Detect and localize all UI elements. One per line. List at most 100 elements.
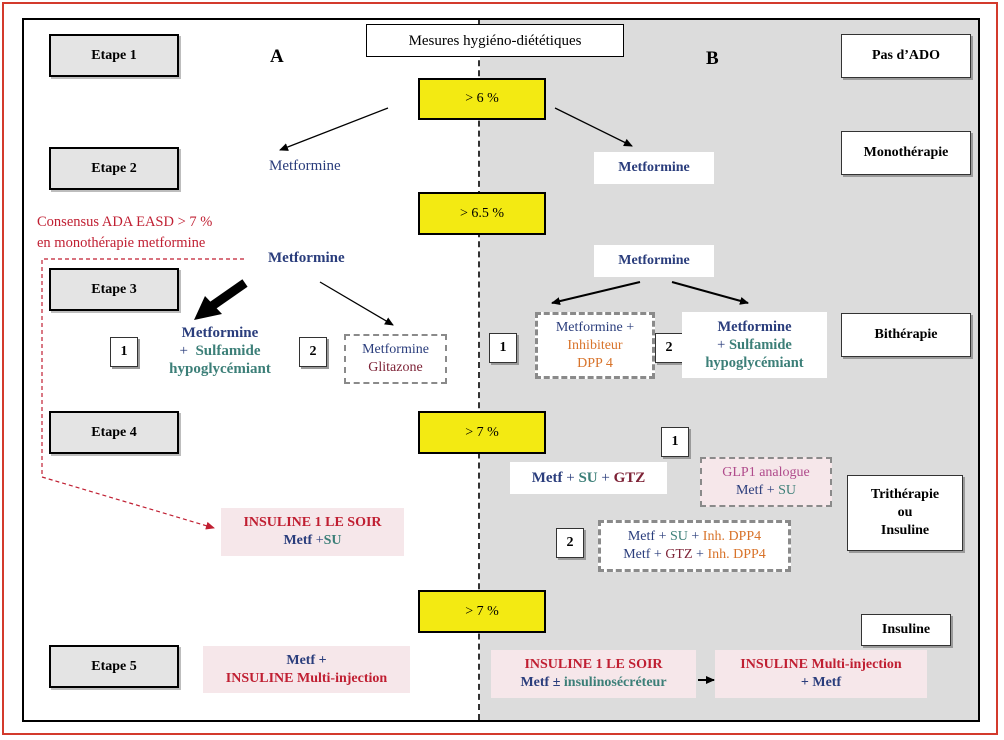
b-tri2-metf-1: Metf xyxy=(627,529,656,544)
label-pas-ado: Pas d’ADO xyxy=(841,34,971,78)
label-bitherapie: Bithérapie xyxy=(841,313,971,357)
threshold-7-b: > 7 % xyxy=(418,590,546,633)
a-option-2-number: 2 xyxy=(299,337,327,367)
a-su: SU xyxy=(323,533,342,548)
b-opt2-metformine: Metformine xyxy=(717,319,792,335)
consensus-dashed-arrow xyxy=(41,258,244,530)
threshold-7-a: > 7 % xyxy=(418,411,546,454)
a-plus: + xyxy=(315,533,324,548)
a-etape5-box: Metf + INSULINE Multi-injection xyxy=(203,646,410,693)
b-opt2-plus: + xyxy=(717,337,726,353)
etape-4-label: Etape 4 xyxy=(91,424,137,440)
b-metformine-e2: Metformine xyxy=(594,152,714,184)
column-b-label: B xyxy=(706,48,719,69)
b-glp1-metf: Metf xyxy=(735,483,764,498)
mesures-label: Mesures hygiéno-diététiques xyxy=(408,32,582,49)
b-glp1-su: SU xyxy=(778,483,797,498)
b-option-2-number: 2 xyxy=(655,333,683,363)
arrow-b-to-metformine xyxy=(554,107,633,147)
etape-3: Etape 3 xyxy=(49,268,179,311)
etape-1-label: Etape 1 xyxy=(91,47,137,63)
b-tri2-inh-1: Inh. DPP4 xyxy=(702,529,762,544)
b-opt1-inhibiteur: Inhibiteur xyxy=(567,337,623,353)
a-insuline-soir: INSULINE 1 LE SOIR Metf +SU xyxy=(221,508,404,556)
consensus-line1: Consensus ADA EASD > 7 % xyxy=(37,214,213,230)
a-option-1-number: 1 xyxy=(110,337,138,367)
arrow-big-metformine-to-sulfamide xyxy=(194,279,248,320)
b-insuline-multi-plus-metf: + Metf xyxy=(800,675,842,690)
b-opt1-metformine: Metformine + xyxy=(555,319,635,335)
a-insuline-soir-text: INSULINE 1 LE SOIR xyxy=(243,515,382,530)
a-e5-multi: INSULINE Multi-injection xyxy=(225,670,388,686)
threshold-7-a-label: > 7 % xyxy=(465,424,499,440)
a-opt1-plus: + xyxy=(179,343,188,359)
b-metformine-e3: Metformine xyxy=(594,245,714,277)
b-opt2-sulfamide: Sulfamide xyxy=(728,337,792,353)
label-insuline: Insuline xyxy=(861,614,951,646)
pas-ado-text: Pas d’ADO xyxy=(871,48,941,63)
b-insuline-multi-text: INSULINE Multi-injection xyxy=(740,657,902,672)
b-tri2-su: SU xyxy=(669,529,688,544)
b-tri-plus-1: + xyxy=(566,470,575,486)
b-tri2-plus-4: + xyxy=(696,547,704,562)
b-tri-metf-su-gtz: Metf + SU + GTZ xyxy=(510,462,667,494)
tritherapie-line3: Insuline xyxy=(880,523,930,538)
etape-5: Etape 5 xyxy=(49,645,179,688)
b-e5-metf-pm: Metf ± xyxy=(520,675,561,690)
tritherapie-line1: Trithérapie xyxy=(870,487,940,502)
b-tri-option-2-number: 2 xyxy=(556,528,584,558)
etape-4: Etape 4 xyxy=(49,411,179,454)
b-opt2-hypo: hypoglycémiant xyxy=(705,355,804,371)
b-tri-su: SU xyxy=(578,470,598,486)
b-tri-metf: Metf xyxy=(531,470,563,486)
etape-3-label: Etape 3 xyxy=(91,281,137,297)
arrow-b-to-option-1 xyxy=(551,281,641,306)
a-metformine-e3: Metformine xyxy=(268,250,345,266)
a-metf: Metf xyxy=(283,533,313,548)
threshold-7-b-label: > 7 % xyxy=(465,603,499,619)
b-tri2-metf-2: Metf xyxy=(623,547,651,562)
b-tri-gtz: GTZ xyxy=(613,470,646,486)
b-insuline-multi: INSULINE Multi-injection + Metf xyxy=(715,650,927,698)
b-tri-option-2: Metf + SU + Inh. DPP4 Metf + GTZ + Inh. … xyxy=(598,520,791,572)
b-tri-option-2-digit: 2 xyxy=(566,535,574,550)
b-opt1-dpp4: DPP 4 xyxy=(577,355,613,371)
etape-5-label: Etape 5 xyxy=(91,658,137,674)
threshold-6-5: > 6.5 % xyxy=(418,192,546,235)
threshold-6-label: > 6 % xyxy=(465,91,499,106)
a-opt2-metformine: Metformine xyxy=(362,342,429,357)
b-e5-insulino: insulinosécréteur xyxy=(563,675,667,690)
a-metformine-e2: Metformine xyxy=(269,158,341,174)
arrow-a-to-metformine xyxy=(279,107,389,151)
etape-2-label: Etape 2 xyxy=(91,160,137,176)
etape-1: Etape 1 xyxy=(49,34,179,77)
bitherapie-text: Bithérapie xyxy=(874,327,938,342)
a-opt2-glitazone: Glitazone xyxy=(368,360,423,375)
a-opt1-metformine: Metformine xyxy=(181,325,259,341)
b-option-1-digit: 1 xyxy=(499,340,507,355)
b-tri2-gtz: GTZ xyxy=(665,547,693,562)
b-tri2-plus-2: + xyxy=(691,529,700,544)
a-opt1-sulfamide: Sulfamide xyxy=(195,343,261,359)
label-tritherapie: Trithérapie ou Insuline xyxy=(847,475,963,551)
b-option-1: Metformine + Inhibiteur DPP 4 xyxy=(535,312,655,379)
consensus-note: Consensus ADA EASD > 7 % en monothérapie… xyxy=(37,212,212,254)
b-option-2-digit: 2 xyxy=(665,340,673,355)
a-option-2: Metformine Glitazone xyxy=(344,334,447,384)
a-option-1-digit: 1 xyxy=(120,344,128,359)
b-tri-option-1-digit: 1 xyxy=(671,434,679,449)
b-tri-option-1-number: 1 xyxy=(661,427,689,457)
b-tri2-plus-1: + xyxy=(658,529,667,544)
monotherapie-text: Monothérapie xyxy=(863,145,949,160)
b-glp1-box: GLP1 analogue Metf + SU xyxy=(700,457,832,507)
b-glp1-plus: + xyxy=(766,483,775,498)
b-insuline-soir-text: INSULINE 1 LE SOIR xyxy=(524,657,663,672)
a-opt1-hypo: hypoglycémiant xyxy=(169,361,271,377)
b-insuline-soir: INSULINE 1 LE SOIR Metf ± insulinosécrét… xyxy=(491,650,696,698)
a-e5-metf-plus: Metf + xyxy=(286,652,327,668)
b-tri2-inh-2: Inh. DPP4 xyxy=(707,547,766,562)
arrow-a-to-glitazone xyxy=(319,281,394,326)
b-glp1-text: GLP1 analogue xyxy=(722,465,810,480)
